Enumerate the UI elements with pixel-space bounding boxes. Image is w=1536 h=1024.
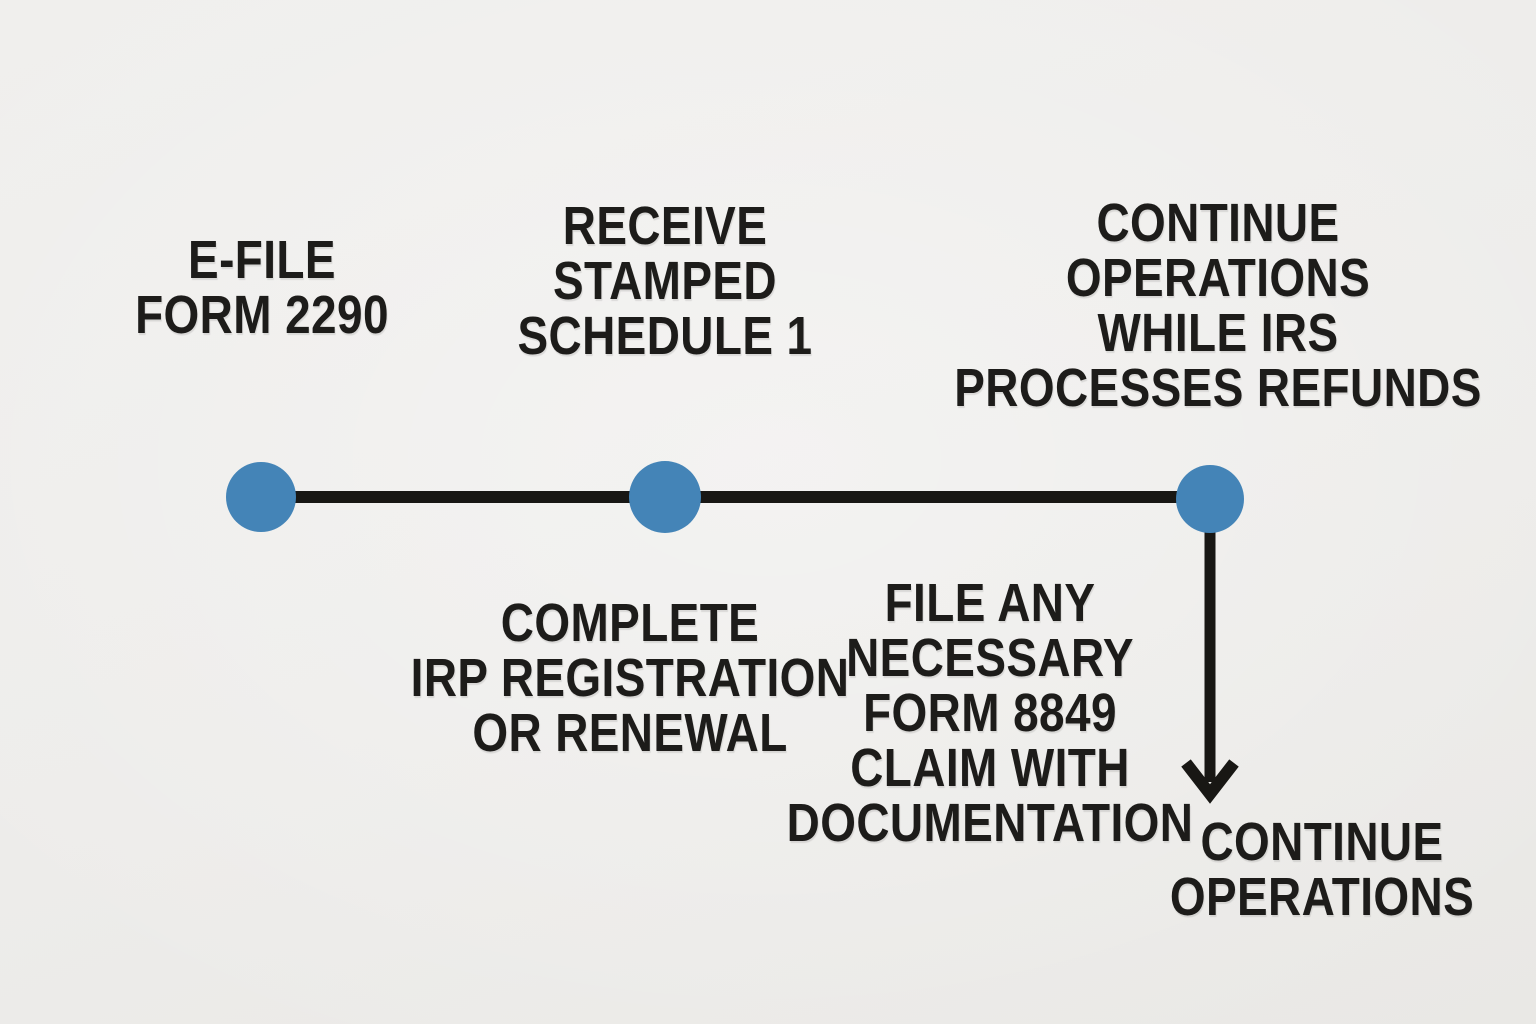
step-label-receive-stamped-schedule-1: RECEIVE STAMPED SCHEDULE 1	[517, 199, 812, 364]
step-label-line: CLAIM WITH	[850, 738, 1130, 798]
timeline-dot-3	[1176, 465, 1244, 533]
step-label-line: PROCESSES REFUNDS	[954, 358, 1482, 418]
step-label-file-form-8849-claim: FILE ANY NECESSARY FORM 8849 CLAIM WITH …	[787, 576, 1194, 851]
step-label-line: WHILE IRS	[1097, 303, 1339, 363]
timeline-dot-1	[226, 462, 296, 532]
step-label-efile-form-2290: E-FILE FORM 2290	[135, 233, 389, 343]
timeline-dot-2	[629, 461, 701, 533]
step-label-line: DOCUMENTATION	[786, 793, 1194, 853]
step-label-line: OPERATIONS	[1169, 867, 1475, 927]
step-label-line: SCHEDULE 1	[517, 306, 813, 366]
step-label-continue-operations-while-irs: CONTINUE OPERATIONS WHILE IRS PROCESSES …	[954, 196, 1482, 416]
step-label-line: E-FILE	[188, 230, 336, 290]
step-label-line: FORM 2290	[135, 285, 389, 345]
step-label-line: CONTINUE	[1096, 193, 1340, 253]
step-label-line: OPERATIONS	[1065, 248, 1371, 308]
step-label-line: CONTINUE	[1200, 812, 1444, 872]
step-label-continue-operations-end: CONTINUE OPERATIONS	[1170, 815, 1474, 925]
step-label-line: IRP REGISTRATION	[410, 648, 850, 708]
step-label-line: OR RENEWAL	[472, 703, 788, 763]
step-label-line: STAMPED	[552, 251, 777, 311]
step-label-line: RECEIVE	[562, 196, 768, 256]
timeline-line	[258, 491, 1214, 503]
step-label-line: NECESSARY	[846, 628, 1134, 688]
step-label-complete-irp-registration: COMPLETE IRP REGISTRATION OR RENEWAL	[411, 596, 850, 761]
step-label-line: COMPLETE	[500, 593, 760, 653]
arrow-shaft	[1204, 500, 1216, 782]
arrow-down-icon	[1181, 759, 1239, 804]
step-label-line: FILE ANY	[884, 573, 1096, 633]
step-label-line: FORM 8849	[863, 683, 1117, 743]
